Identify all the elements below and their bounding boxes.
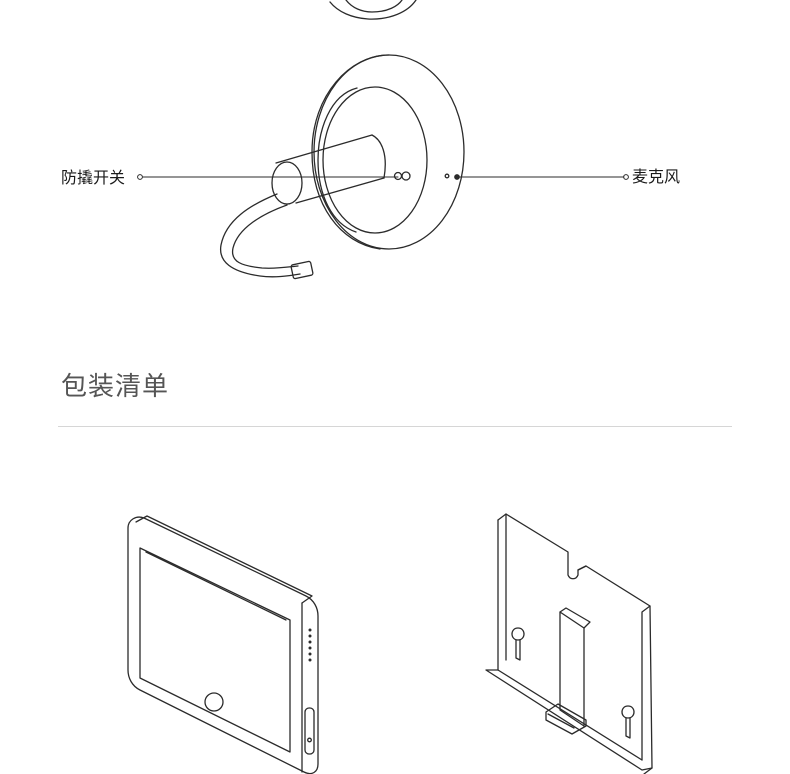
section-divider	[58, 426, 732, 427]
callout-lines	[137, 174, 629, 180]
tamper-switch-label: 防撬开关	[61, 168, 126, 187]
mounting-bracket-illustration	[485, 513, 653, 774]
microphone-label: 麦克风	[632, 167, 681, 186]
indoor-monitor-illustration	[127, 515, 319, 774]
speaker-holes	[308, 628, 312, 662]
package-list-title: 包装清单	[61, 372, 170, 402]
top-partial-device-illustration	[329, 0, 417, 20]
camera-module-illustration	[220, 54, 465, 280]
